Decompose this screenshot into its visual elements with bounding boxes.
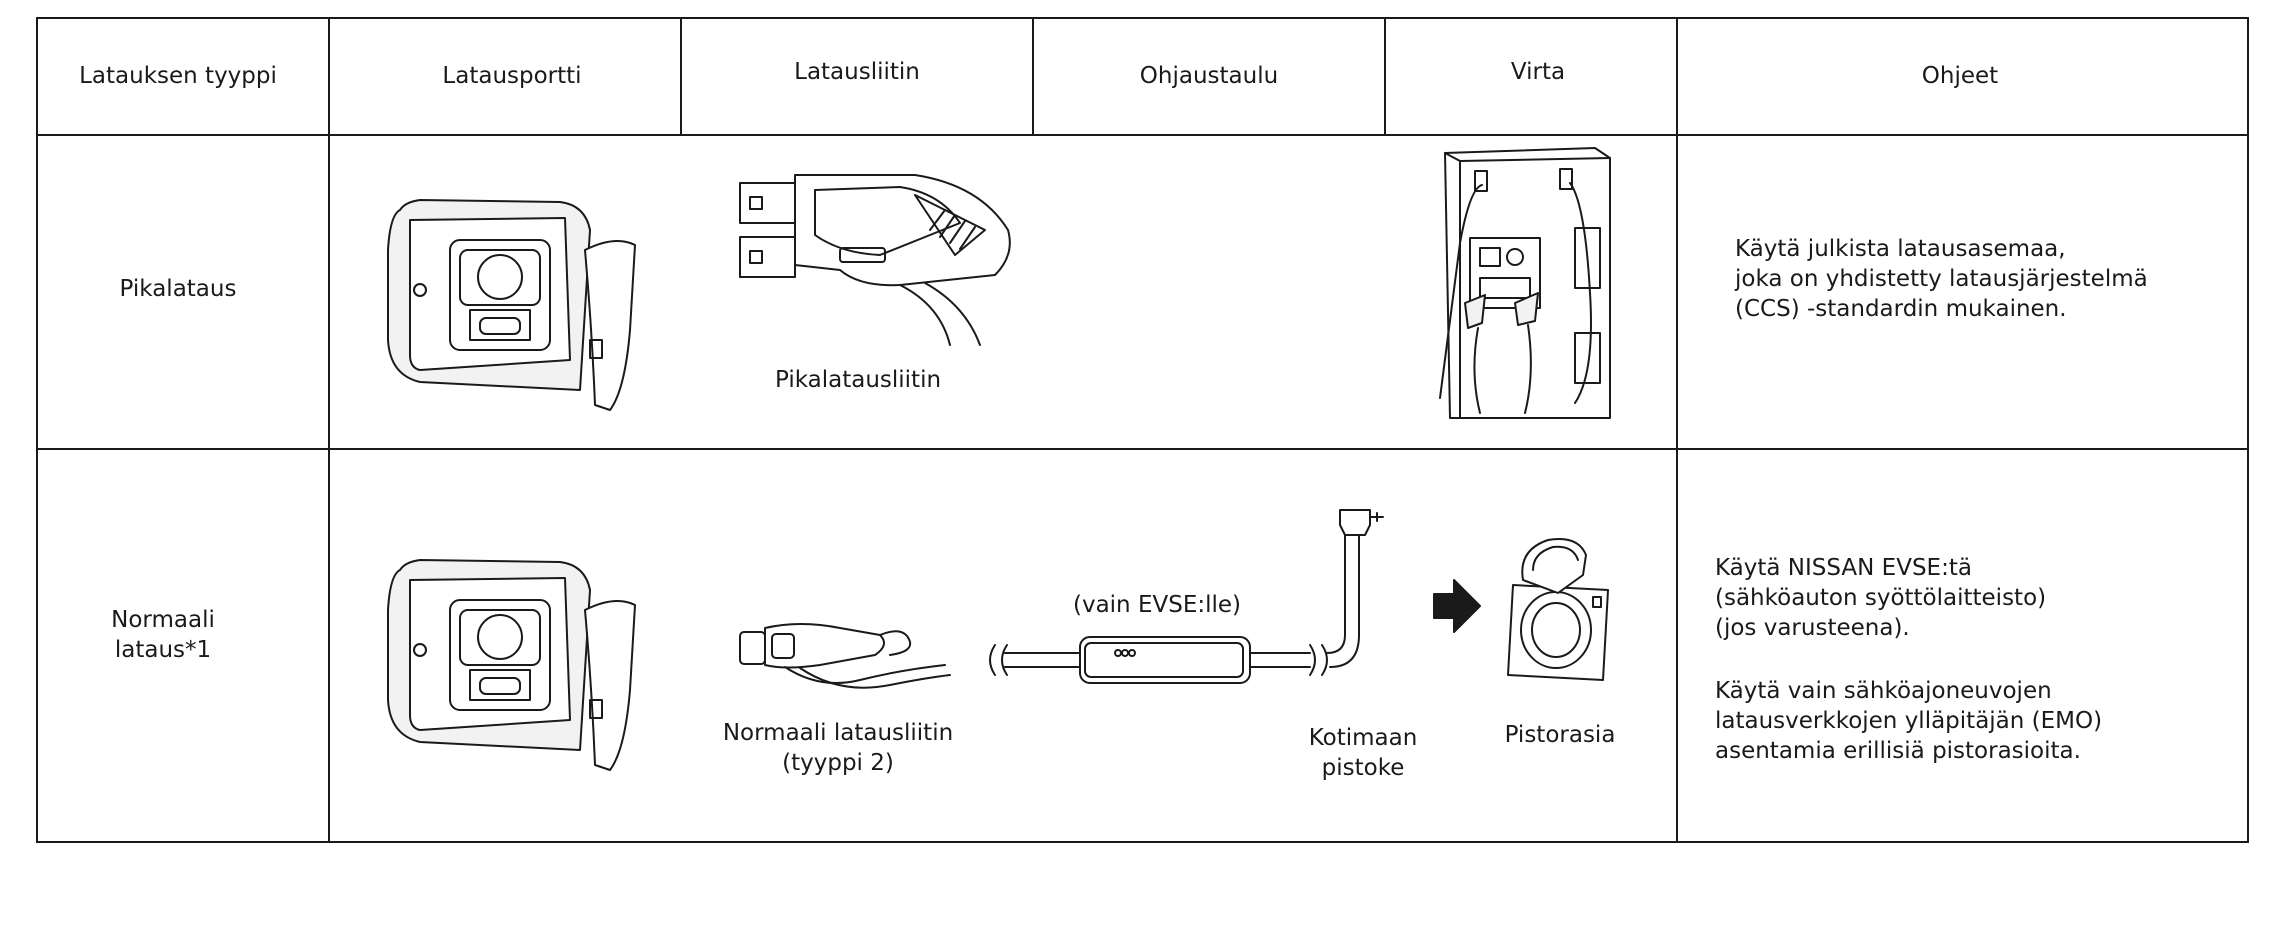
row2-type-line2: lataus*1 — [114, 637, 212, 663]
row2-type-line1: Normaali — [111, 607, 215, 633]
header-connector: Latausliitin — [794, 59, 920, 85]
row1-instructions-line1: Käytä julkista latausasemaa, — [1735, 236, 2066, 262]
wall-socket-icon — [1498, 535, 1618, 685]
home-plug-label-line2: pistoke — [1321, 755, 1405, 781]
row1-type: Pikalataus — [119, 276, 237, 302]
col-divider-4 — [1384, 19, 1386, 134]
row2-instructions-b-line2: latausverkkojen ylläpitäjän (EMO) — [1715, 708, 2103, 734]
type2-connector-label-line1: Normaali latausliitin — [722, 720, 954, 746]
row2-instructions-a-line3: (jos varusteena). — [1715, 615, 1910, 641]
row2-instructions-a-line2: (sähköauton syöttölaitteisto) — [1715, 585, 2047, 611]
control-box-label: (vain EVSE:lle) — [1072, 592, 1242, 618]
ccs-connector-icon — [740, 175, 1020, 350]
header-instructions: Ohjeet — [1921, 63, 1999, 89]
row2-instructions-a-line1: Käytä NISSAN EVSE:tä — [1715, 555, 1972, 581]
header-type: Latauksen tyyppi — [79, 63, 277, 89]
charge-port-icon — [380, 190, 640, 415]
header-port: Latausportti — [442, 63, 582, 89]
row1-instructions-line2: joka on yhdistetty latausjärjestelmä — [1735, 266, 2148, 292]
header-power: Virta — [1510, 59, 1566, 85]
socket-label: Pistorasia — [1504, 722, 1616, 748]
charging-table — [36, 17, 2249, 843]
home-plug-label-line1: Kotimaan — [1308, 725, 1418, 751]
arrow-right-icon — [1434, 580, 1480, 632]
row2-instructions-b-line1: Käytä vain sähköajoneuvojen — [1715, 678, 2052, 704]
type2-connector-icon — [740, 620, 950, 700]
charging-station-icon — [1420, 143, 1620, 423]
col-divider-3 — [1032, 19, 1034, 134]
fast-connector-label: Pikalatausliitin — [774, 367, 942, 393]
row-divider — [38, 448, 2247, 450]
row2-instructions-b-line3: asentamia erillisiä pistorasioita. — [1715, 738, 2081, 764]
col-divider-1 — [328, 19, 330, 841]
row1-instructions-line3: (CCS) -standardin mukainen. — [1735, 296, 2067, 322]
col-divider-2 — [680, 19, 682, 134]
col-divider-5 — [1676, 19, 1678, 841]
charge-port-icon — [380, 550, 640, 775]
evse-cable-icon — [985, 505, 1385, 690]
type2-connector-label-line2: (tyyppi 2) — [782, 750, 894, 776]
header-divider — [38, 134, 2247, 136]
header-control-panel: Ohjaustaulu — [1139, 63, 1279, 89]
